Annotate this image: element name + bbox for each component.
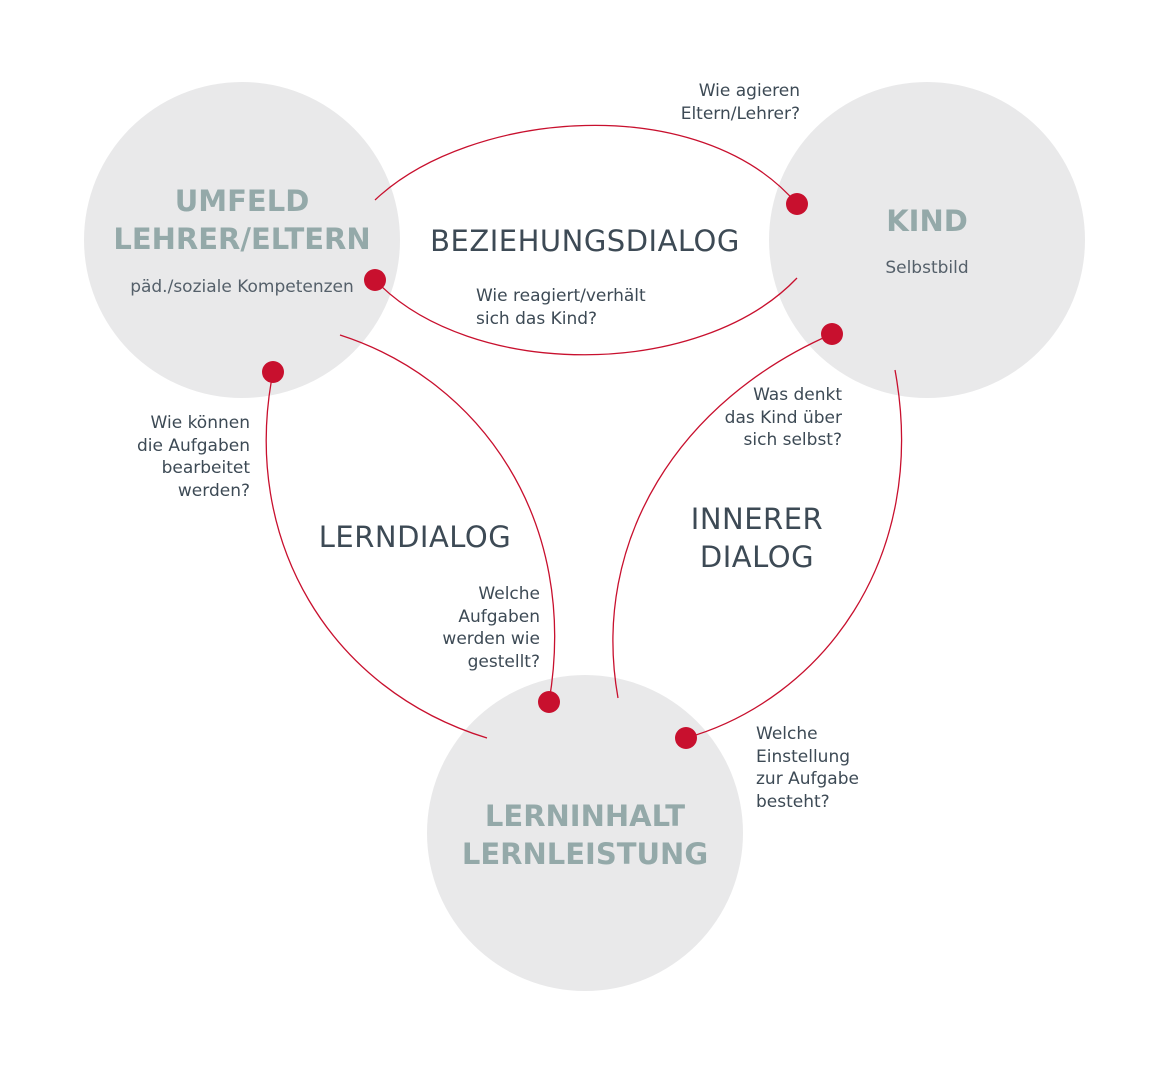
innerer-line2: DIALOG — [699, 540, 815, 574]
dot-marker — [675, 727, 697, 749]
kind-title: KIND — [886, 204, 968, 238]
q-line: sich das Kind? — [476, 308, 598, 329]
q-line: Einstellung — [756, 746, 851, 767]
kind-subtitle: Selbstbild — [885, 258, 969, 278]
umfeld-title: UMFELD LEHRER/ELTERN — [92, 182, 392, 258]
q-line: Welche — [756, 724, 818, 744]
dot-marker — [786, 193, 808, 215]
q-line: Wie agieren — [698, 81, 800, 101]
circle-lerninhalt — [427, 675, 743, 991]
q-line: gestellt? — [467, 651, 540, 672]
arc-innerer-inner — [612, 333, 833, 699]
arc-lern-outer — [265, 371, 488, 739]
q-line: zur Aufgabe — [756, 769, 859, 789]
q-line: Aufgaben — [458, 606, 540, 627]
beziehungsdialog-label: BEZIEHUNGSDIALOG — [430, 224, 740, 258]
q-line: werden? — [177, 480, 250, 501]
umfeld-title-line1: UMFELD — [174, 184, 310, 218]
q-line: bearbeitet — [161, 458, 250, 478]
innerer-dialog-label: INNERER DIALOG — [667, 500, 847, 576]
umfeld-title-line2: LEHRER/ELTERN — [113, 222, 371, 256]
q-line: Wie reagiert/verhält — [476, 286, 646, 306]
lerndialog-label: LERNDIALOG — [318, 520, 512, 554]
dot-marker — [821, 323, 843, 345]
dot-marker — [538, 691, 560, 713]
q-line: das Kind über — [724, 407, 842, 428]
q-line: besteht? — [756, 791, 830, 812]
lerninhalt-title-line1: LERNINHALT — [484, 799, 686, 833]
q-line: die Aufgaben — [137, 435, 250, 456]
umfeld-subtitle: päd./soziale Kompetenzen — [130, 277, 354, 297]
circle-umfeld — [84, 82, 400, 398]
q-line: Welche — [478, 584, 540, 604]
lerninhalt-title-line2: LERNLEISTUNG — [461, 837, 709, 871]
arc-beziehung-top — [374, 124, 798, 205]
q-line: Was denkt — [753, 385, 842, 405]
dot-marker — [262, 361, 284, 383]
q-line: sich selbst? — [743, 430, 842, 450]
q-line: Wie können — [150, 413, 250, 433]
q-line: Eltern/Lehrer? — [680, 103, 800, 124]
arc-lern-inner — [339, 334, 556, 703]
q-line: werden wie — [442, 629, 540, 649]
innerer-line1: INNERER — [690, 502, 824, 536]
circle-kind — [769, 82, 1085, 398]
lerninhalt-title: LERNINHALT LERNLEISTUNG — [435, 797, 735, 873]
arc-innerer-outer — [685, 369, 903, 739]
arc-beziehung-bottom — [374, 277, 798, 356]
dot-marker — [364, 269, 386, 291]
